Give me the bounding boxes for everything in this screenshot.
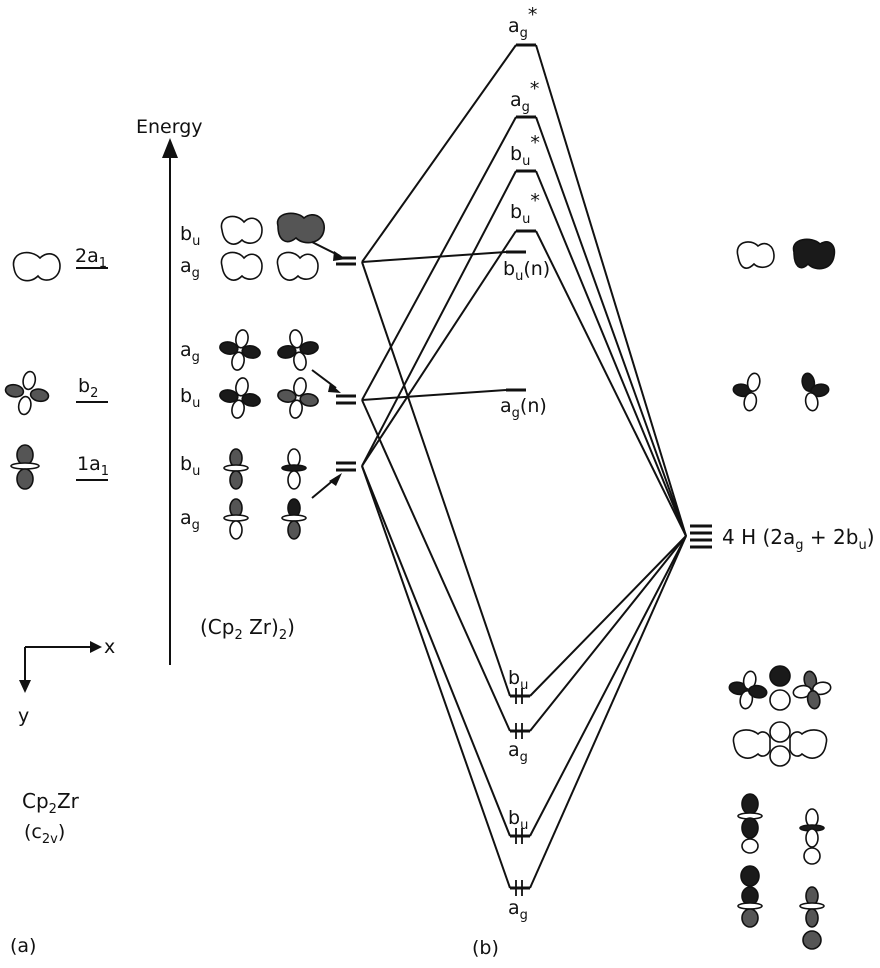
level-label-1a1: 1a1	[77, 453, 109, 479]
level-label-ag-n: ag(n)	[500, 395, 547, 421]
y-axis-label: y	[18, 705, 29, 727]
hydrogen-label: 4 H (2ag + 2bu)	[722, 525, 875, 553]
hydrogen-levels	[690, 524, 712, 549]
left-fragment-levels	[336, 256, 356, 472]
panel-b: ag* ag* bu* bu* bu(n) ag(n) bu ag bu ag …	[336, 4, 875, 959]
orbital-2a1-icon	[12, 251, 61, 282]
energy-axis	[162, 138, 178, 665]
dimer-bu-dz2-icon	[223, 448, 307, 490]
dimer-label: (Cp2 Zr)2)	[200, 615, 295, 643]
x-axis-label: x	[104, 636, 115, 658]
level-label-b2: b2	[78, 375, 98, 401]
orbital-1a1-icon	[10, 444, 40, 490]
energy-label: Energy	[136, 116, 203, 138]
dimer-row-3-label: ag	[180, 339, 200, 365]
dimer-ag-d-icon	[219, 329, 319, 371]
level-label-ag-bond-2: ag	[508, 897, 528, 923]
dimer-row-5-label: bu	[180, 453, 200, 479]
dimer-ag-dz2-icon	[223, 498, 307, 540]
right-d-orbitals-icon	[732, 372, 830, 412]
panel-b-label: (b)	[472, 937, 499, 959]
dimer-row-2-label: ag	[180, 255, 200, 281]
bonding-levels	[510, 688, 530, 896]
dimer-orbitals: bu ag ag bu bu ag	[180, 212, 346, 643]
level-label-ag-bond-1: ag	[508, 739, 528, 765]
panel-a-label: (a)	[10, 935, 36, 957]
antibonding-levels	[516, 43, 536, 233]
level-label-ag-star-1: ag*	[508, 4, 537, 41]
level-label-ag-star-2: ag*	[510, 78, 539, 115]
nonbonding-levels	[506, 250, 526, 392]
dimer-arrows	[311, 241, 346, 499]
panel-a: 2a1 b2 1a1 x y	[4, 245, 115, 957]
dimer-row-6-label: ag	[180, 507, 200, 533]
level-label-bu-n: bu(n)	[503, 258, 550, 284]
dimer-bu-lobe-icon	[220, 212, 325, 245]
level-label-2a1: 2a1	[75, 245, 107, 271]
level-label-bu-bond-1: bu	[508, 667, 528, 693]
symmetry-label: (c2v)	[24, 821, 65, 847]
level-label-bu-bond-2: bu	[508, 807, 528, 833]
right-h-bonding-icon	[728, 665, 832, 711]
dimer-bu-d-icon	[219, 377, 319, 419]
right-sp-orbitals-icon	[736, 238, 836, 270]
correlation-lines	[361, 44, 687, 889]
molecule-label: Cp2Zr	[22, 789, 80, 817]
electron-pair-icons	[515, 688, 523, 896]
orbital-b2-icon	[4, 370, 50, 416]
dimer-row-1-label: bu	[180, 223, 200, 249]
level-label-bu-star-2: bu*	[510, 190, 540, 227]
level-label-bu-star-1: bu*	[510, 132, 540, 169]
dimer-row-4-label: bu	[180, 385, 200, 411]
dimer-ag-lobe-icon	[220, 251, 319, 281]
xy-axes	[19, 641, 102, 693]
right-dz2-h-icon	[737, 793, 825, 950]
right-h-sp-bonding-icon	[732, 721, 828, 767]
